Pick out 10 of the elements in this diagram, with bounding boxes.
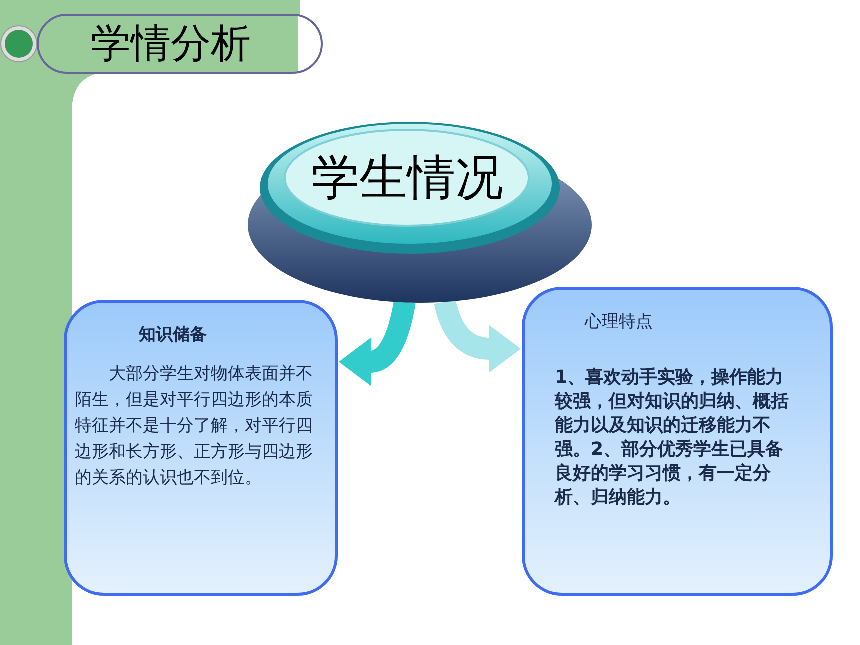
text-card [522, 287, 833, 596]
card-heading: 知识储备 [139, 324, 207, 346]
disc-label: 学生情况 [310, 150, 504, 206]
card-paragraph: 大部分学生对物体表面并不陌生，但是对平行四边形的本质特征并不是十分了解，对平行四边形和长方形、正方形与四边形的关系的认识也不到位。 [75, 363, 314, 490]
title-banner: 学情分析 [37, 14, 323, 74]
card-paragraph: 1、喜欢动手实验，操作能力较强，但对知识的归纳、概括能力以及知识的迁移能力不强。2、部分优秀学生已具备良好的学习习惯，有一定分析、归纳能力。 [555, 366, 790, 510]
text-card [64, 300, 338, 596]
curved-arrow [434, 299, 521, 373]
curved-arrow [339, 300, 416, 386]
card-heading: 心理特点 [585, 311, 653, 333]
